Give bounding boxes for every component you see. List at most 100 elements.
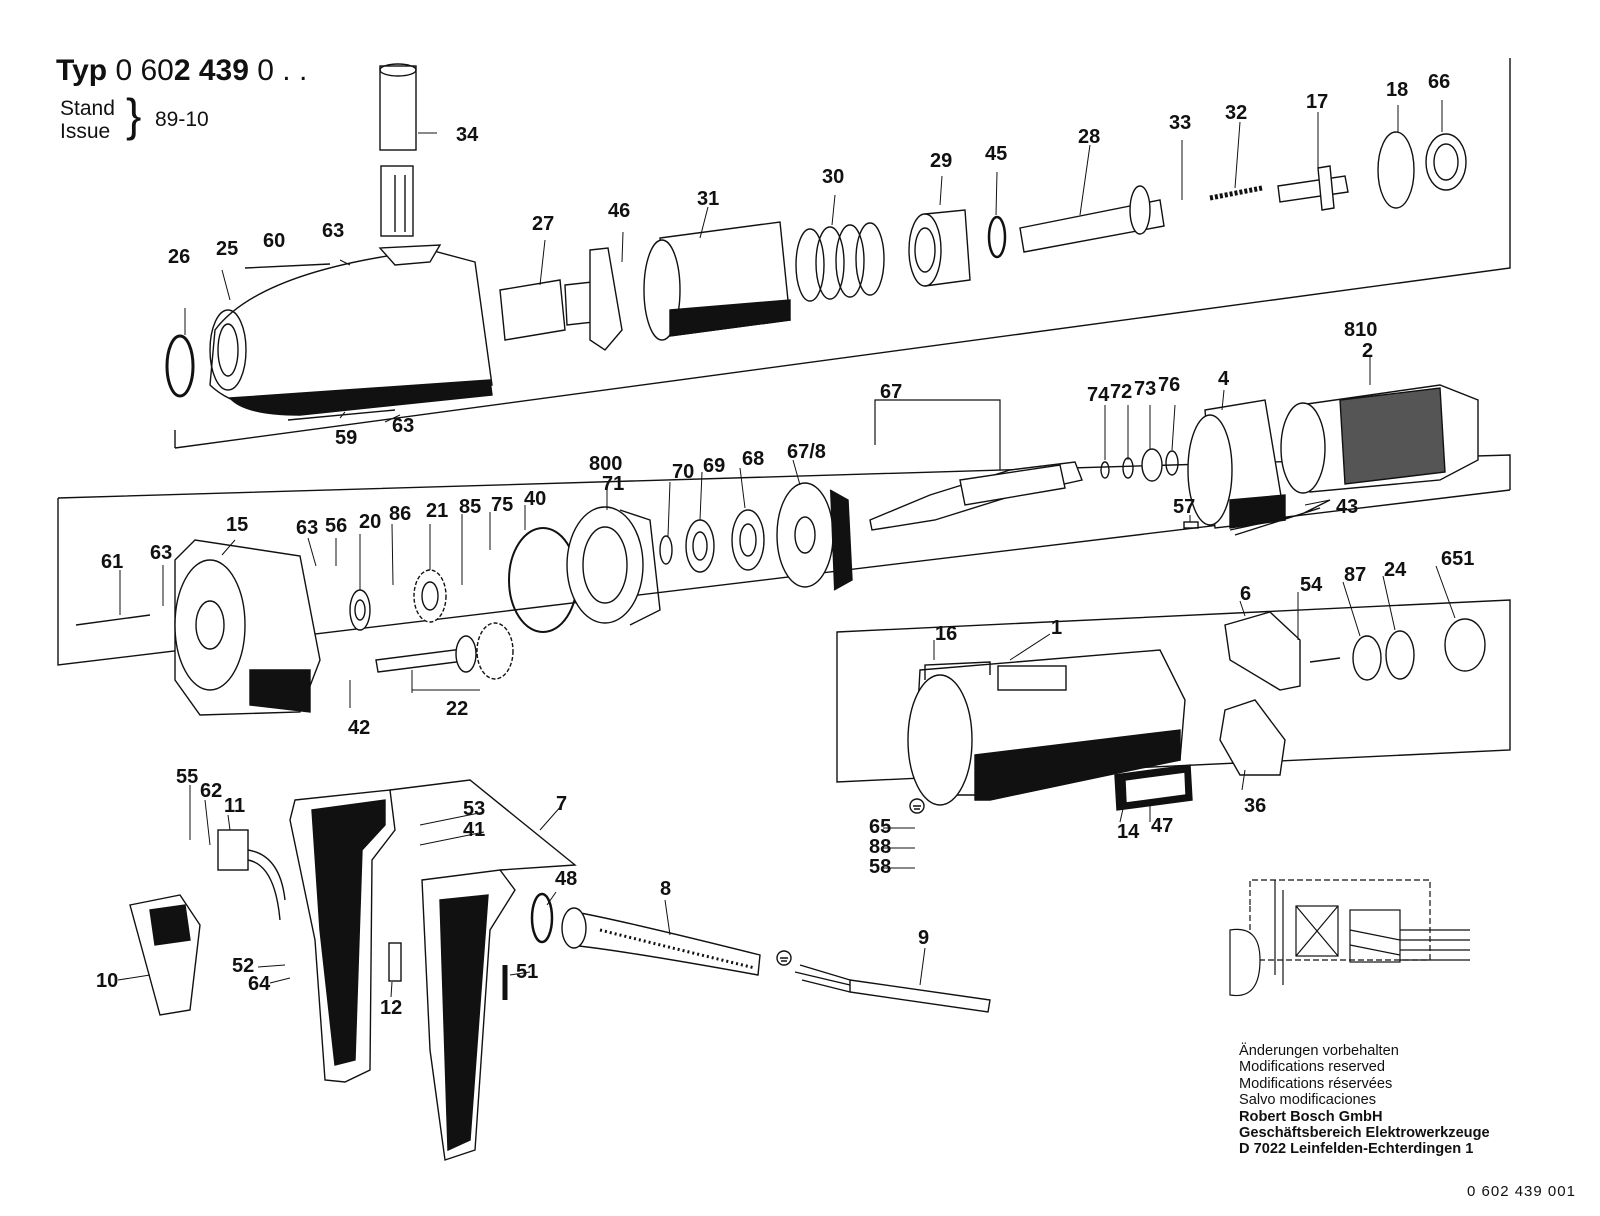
label-53: 53	[463, 798, 485, 820]
label-18: 18	[1386, 79, 1408, 101]
leader-lines	[117, 100, 1456, 998]
part-9-cable	[794, 964, 991, 1013]
company-division: Geschäftsbereich Elektrowerkzeuge	[1239, 1125, 1490, 1142]
label-73: 73	[1134, 378, 1156, 400]
stand-label: Stand	[60, 97, 115, 120]
part-20-washer	[349, 589, 371, 631]
label-16: 16	[935, 623, 957, 645]
label-63-left: 63	[150, 542, 172, 564]
label-65: 65	[869, 816, 891, 838]
label-45: 45	[985, 143, 1007, 165]
label-47: 47	[1151, 815, 1173, 837]
label-41: 41	[463, 819, 485, 841]
label-14: 14	[1117, 821, 1140, 843]
label-10: 10	[96, 970, 118, 992]
label-11: 11	[224, 795, 245, 817]
company-name: Robert Bosch GmbH	[1239, 1108, 1383, 1125]
part-7-handle-half-left	[289, 789, 396, 1083]
part-27-shaft	[499, 247, 623, 351]
label-25: 25	[216, 238, 238, 260]
panel-row-3	[836, 599, 1511, 783]
part-73-bearing	[1141, 448, 1163, 482]
label-54: 54	[1300, 574, 1323, 596]
panel-row-1	[174, 58, 1511, 449]
label-43: 43	[1336, 496, 1358, 518]
part-24-cap	[1385, 630, 1415, 680]
part-36-brush-holder	[1219, 699, 1286, 776]
part-66-bearing	[1425, 133, 1467, 191]
type-number-a: 0 60	[115, 54, 174, 87]
part-22-gear-shaft	[375, 622, 514, 680]
label-4: 4	[1218, 368, 1230, 390]
part-number-labels: 34 26 25 60 63 59 63 27 46 31 30 29 45 2…	[96, 71, 1474, 1019]
label-36: 36	[1244, 795, 1266, 817]
label-22: 22	[446, 698, 468, 720]
label-20: 20	[359, 511, 381, 533]
label-17: 17	[1306, 91, 1328, 113]
part-11-switch-block	[217, 829, 286, 921]
label-63-mid: 63	[296, 517, 318, 539]
notice-fr: Modifications réservées	[1239, 1075, 1393, 1092]
part-45-ring	[987, 215, 1007, 259]
label-15: 15	[226, 514, 248, 536]
ground-symbols	[776, 798, 925, 966]
notice-en: Modifications reserved	[1239, 1059, 1386, 1076]
label-810: 810	[1344, 319, 1377, 341]
document-number: 0 602 439 001	[1467, 1183, 1576, 1200]
part-74-washer	[1100, 461, 1110, 479]
label-87: 87	[1344, 564, 1366, 586]
label-30: 30	[822, 166, 844, 188]
label-651: 651	[1441, 548, 1474, 570]
label-48: 48	[555, 868, 577, 890]
label-75: 75	[491, 494, 513, 516]
label-85: 85	[459, 496, 481, 518]
part-10-switch	[129, 894, 201, 1016]
label-70: 70	[672, 461, 694, 483]
label-52: 52	[232, 955, 254, 977]
part-72-washer	[1122, 457, 1134, 479]
label-27: 27	[532, 213, 554, 235]
part-87-cap	[1352, 635, 1382, 681]
label-42: 42	[348, 717, 370, 739]
part-57-pin	[1183, 521, 1199, 529]
label-26: 26	[168, 246, 190, 268]
part-7-handle-half-right	[421, 869, 516, 1161]
part-4-sleeve	[1187, 399, 1286, 529]
label-76: 76	[1158, 374, 1180, 396]
notice-es: Salvo modificaciones	[1239, 1092, 1377, 1109]
label-7: 7	[556, 793, 567, 815]
part-12-insert	[388, 942, 402, 982]
label-56: 56	[325, 515, 347, 537]
company-address: D 7022 Leinfelden-Echterdingen 1	[1239, 1141, 1474, 1158]
label-67: 67	[880, 381, 902, 403]
label-40: 40	[524, 488, 546, 510]
label-46: 46	[608, 200, 630, 222]
label-72: 72	[1110, 381, 1132, 403]
part-67-8-fan	[776, 482, 853, 591]
part-59-bolt	[287, 409, 396, 421]
part-651-knob	[1444, 618, 1486, 672]
notice-de: Änderungen vorbehalten	[1239, 1043, 1399, 1059]
panel-row-2	[57, 454, 1511, 666]
label-57: 57	[1173, 496, 1195, 518]
issue-label: Issue	[60, 120, 111, 143]
type-number-b: 0 . .	[257, 54, 308, 87]
label-63-top: 63	[322, 220, 344, 242]
label-62: 62	[200, 780, 222, 802]
label-1: 1	[1051, 617, 1062, 639]
part-2-field-coil	[1280, 384, 1479, 494]
label-51: 51	[516, 961, 538, 983]
label-32: 32	[1225, 102, 1247, 124]
part-15-bearing-flange	[174, 539, 321, 716]
label-88: 88	[869, 836, 891, 858]
part-6-brush-holder	[1224, 611, 1301, 691]
part-71-bearing-plate	[566, 506, 661, 626]
stand-issue-labels: Stand Issue	[60, 97, 115, 143]
label-6: 6	[1240, 583, 1251, 605]
part-48-ring	[530, 892, 554, 944]
label-33: 33	[1169, 112, 1191, 134]
part-14-plate	[1114, 764, 1193, 811]
part-40-o-ring	[508, 527, 578, 633]
part-76-ring	[1165, 450, 1179, 476]
part-16-screws	[924, 661, 991, 680]
